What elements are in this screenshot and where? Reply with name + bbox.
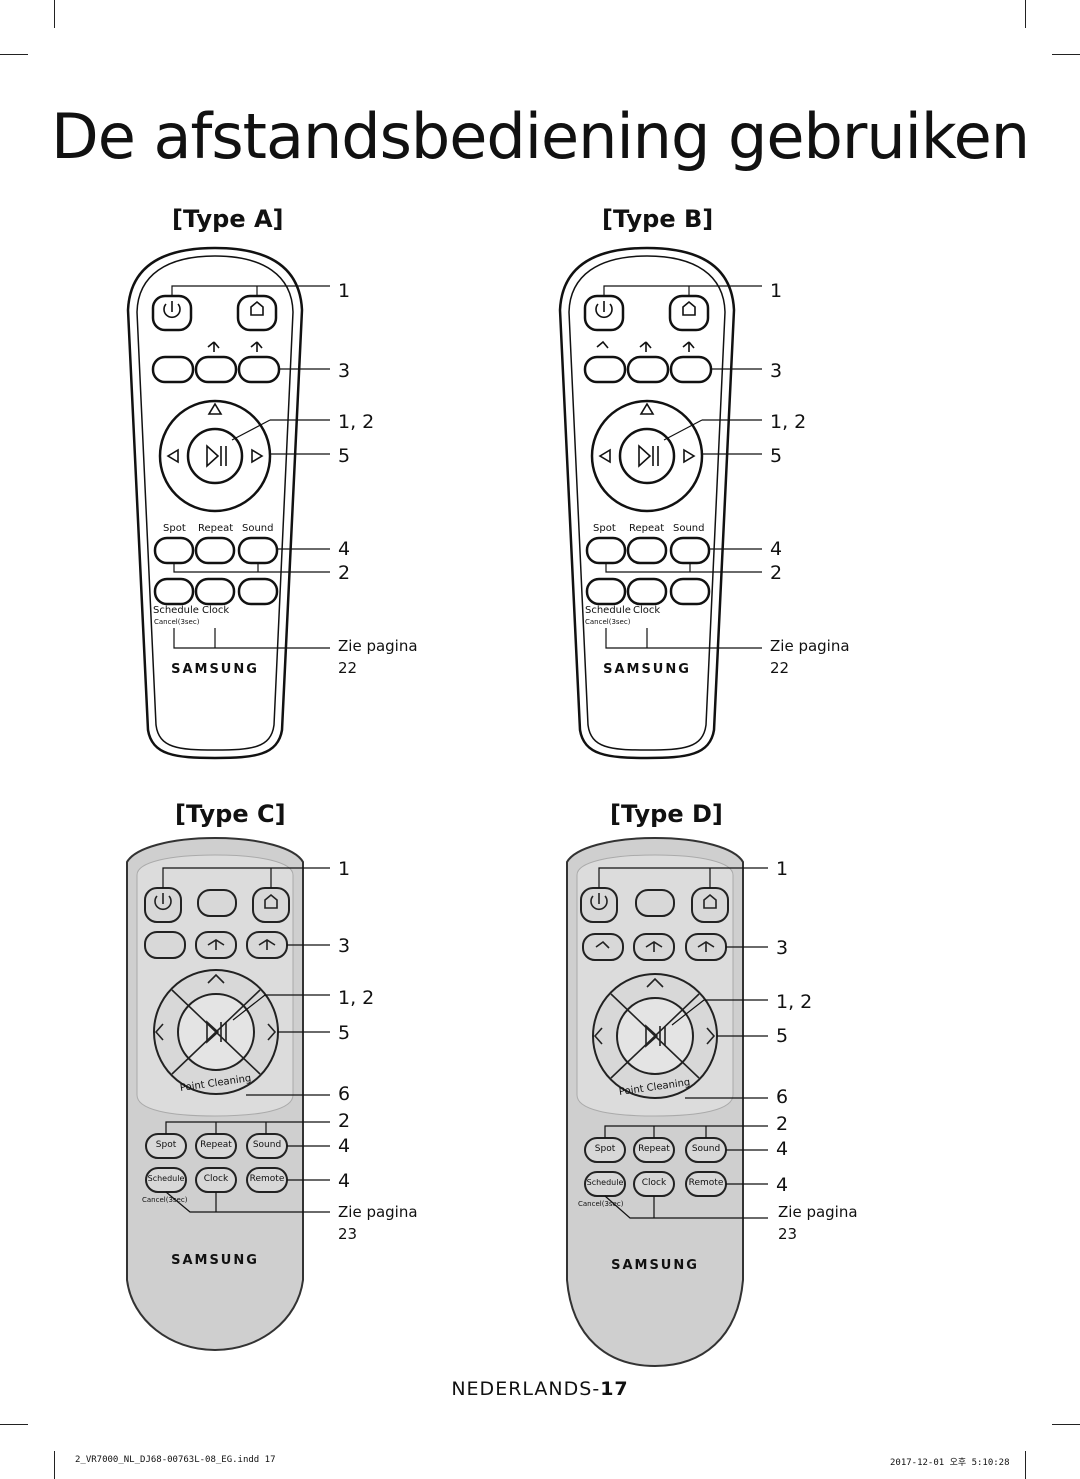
spot-label: Spot [594, 1144, 616, 1154]
see-page-number: 23 [778, 1225, 798, 1243]
clock-label: Clock [202, 605, 230, 616]
callout-1: 1 [338, 280, 351, 302]
sound-label: Sound [252, 1140, 282, 1150]
callout-4: 4 [770, 538, 783, 560]
page-prefix: NEDERLANDS- [451, 1378, 601, 1400]
see-page-number: 22 [770, 659, 790, 677]
callout-1: 1 [338, 858, 351, 880]
callout-1-2: 1, 2 [770, 411, 807, 433]
point-cleaning-label: Point Cleaning [618, 1077, 691, 1098]
callout-1-2: 1, 2 [776, 991, 813, 1013]
brand-logo: SAMSUNG [171, 1253, 259, 1268]
see-page-text: Zie pagina [338, 637, 418, 655]
callout-4: 4 [776, 1174, 789, 1196]
sound-label: Sound [242, 523, 274, 534]
callout-5: 5 [338, 445, 351, 467]
see-page-number: 22 [338, 659, 358, 677]
crop-mark [54, 1451, 55, 1479]
callout-2: 2 [338, 1110, 351, 1132]
callout-1: 1 [770, 280, 783, 302]
remote-label: Remote [688, 1178, 724, 1188]
callout-6: 6 [776, 1086, 789, 1108]
callout-5: 5 [338, 1022, 351, 1044]
print-date: 2017-12-01 오후 5:10:28 [890, 1458, 1010, 1468]
crop-mark [1052, 54, 1080, 55]
crop-mark [0, 54, 28, 55]
type-c-label: [Type C] [175, 800, 286, 828]
crop-mark [1025, 0, 1026, 28]
callout-3: 3 [338, 360, 351, 382]
callout-4: 4 [776, 1138, 789, 1160]
point-cleaning-label: Point Cleaning [179, 1073, 252, 1094]
sound-label: Sound [673, 523, 705, 534]
page-num: 17 [600, 1378, 629, 1400]
crop-mark [54, 0, 55, 28]
crop-mark [0, 1424, 28, 1425]
clock-label: Clock [641, 1178, 667, 1188]
spot-label: Spot [155, 1140, 177, 1150]
clock-label: Clock [203, 1174, 229, 1184]
page-title: De afstandsbediening gebruiken [50, 100, 1030, 173]
brand-logo: SAMSUNG [611, 1258, 699, 1273]
repeat-label: Repeat [198, 523, 234, 534]
schedule-label: Schedule [147, 1174, 185, 1183]
schedule-label: Schedule [586, 1178, 624, 1187]
callout-4: 4 [338, 1170, 351, 1192]
schedule-label: Schedule [153, 605, 199, 616]
callout-1: 1 [776, 858, 789, 880]
callout-3: 3 [776, 937, 789, 959]
callout-6: 6 [338, 1083, 351, 1105]
cancel-label: Cancel(3sec) [154, 618, 200, 626]
repeat-label: Repeat [629, 523, 665, 534]
callout-2: 2 [776, 1113, 789, 1135]
callout-1-2: 1, 2 [338, 987, 375, 1009]
type-a-label: [Type A] [172, 205, 284, 233]
see-page-number: 23 [338, 1225, 358, 1243]
clock-label: Clock [633, 605, 661, 616]
type-b-label: [Type B] [602, 205, 714, 233]
callout-3: 3 [770, 360, 783, 382]
type-d-label: [Type D] [610, 800, 723, 828]
repeat-label: Repeat [200, 1140, 232, 1150]
callout-1-2: 1, 2 [338, 411, 375, 433]
callout-2: 2 [338, 562, 351, 584]
remote-label: Remote [249, 1174, 285, 1184]
cancel-label: Cancel(3sec) [578, 1200, 624, 1208]
callout-5: 5 [776, 1025, 789, 1047]
spot-label: Spot [593, 523, 616, 534]
callout-5: 5 [770, 445, 783, 467]
sound-label: Sound [691, 1144, 721, 1154]
see-page-text: Zie pagina [338, 1203, 418, 1221]
cancel-label: Cancel(3sec) [585, 618, 631, 626]
file-info: 2_VR7000_NL_DJ68-00763L-08_EG.indd 17 [75, 1455, 276, 1465]
brand-logo: SAMSUNG [603, 662, 691, 677]
see-page-text: Zie pagina [770, 637, 850, 655]
brand-logo: SAMSUNG [171, 662, 259, 677]
cancel-label: Cancel(3sec) [142, 1196, 188, 1204]
spot-label: Spot [163, 523, 186, 534]
repeat-label: Repeat [638, 1144, 670, 1154]
callout-4: 4 [338, 1135, 351, 1157]
crop-mark [1025, 1451, 1026, 1479]
crop-mark [1052, 1424, 1080, 1425]
page-number: NEDERLANDS-17 [0, 1378, 1080, 1400]
callout-2: 2 [770, 562, 783, 584]
see-page-text: Zie pagina [778, 1203, 858, 1221]
schedule-label: Schedule [585, 605, 631, 616]
callout-3: 3 [338, 935, 351, 957]
callout-4: 4 [338, 538, 351, 560]
